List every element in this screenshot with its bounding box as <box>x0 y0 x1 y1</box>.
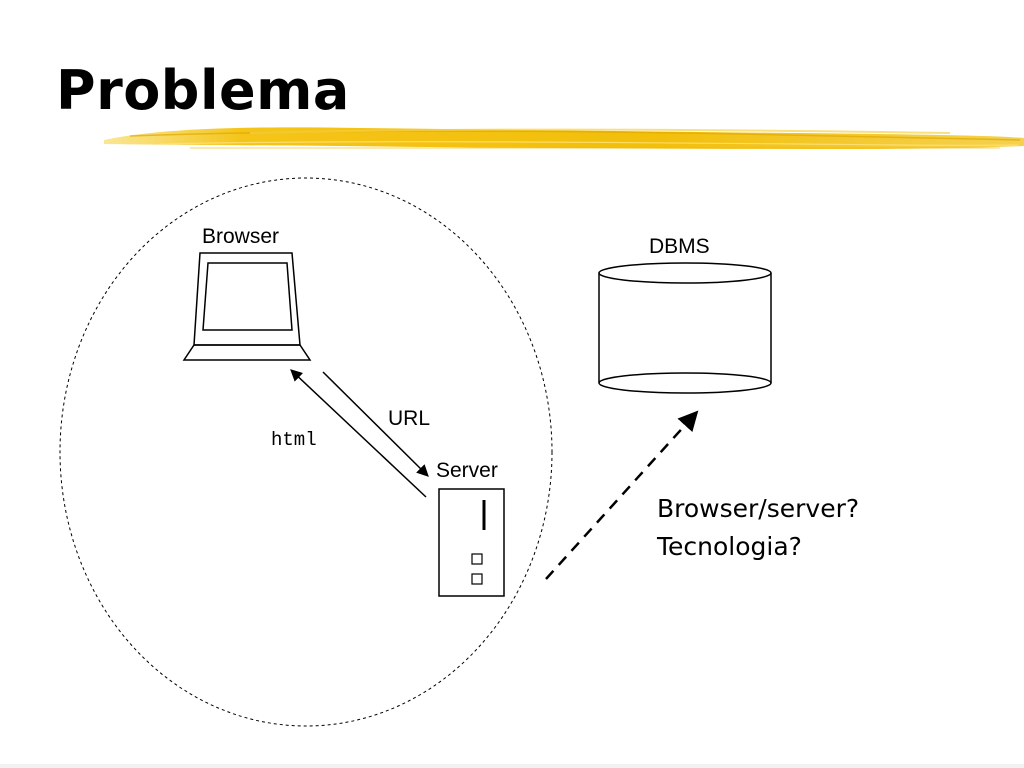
bottom-divider <box>0 764 1024 768</box>
server-label: Server <box>436 459 498 482</box>
client-server-boundary <box>59 177 553 727</box>
html-response-arrow <box>290 369 427 498</box>
browser-label: Browser <box>202 225 279 248</box>
dbms-label: DBMS <box>649 235 710 258</box>
database-cylinder-icon <box>598 262 772 394</box>
title-brush-stroke <box>104 127 1024 150</box>
question-browser-server: Browser/server? <box>657 494 860 523</box>
slide-title: Problema <box>56 59 350 122</box>
question-tecnologia: Tecnologia? <box>657 532 802 561</box>
server-tower-icon <box>438 488 505 597</box>
computer-monitor-icon <box>182 252 312 361</box>
url-label: URL <box>388 407 430 430</box>
html-label: html <box>271 429 317 451</box>
url-request-arrow <box>322 371 429 477</box>
questions-block: Browser/server? Tecnologia? <box>657 490 859 566</box>
